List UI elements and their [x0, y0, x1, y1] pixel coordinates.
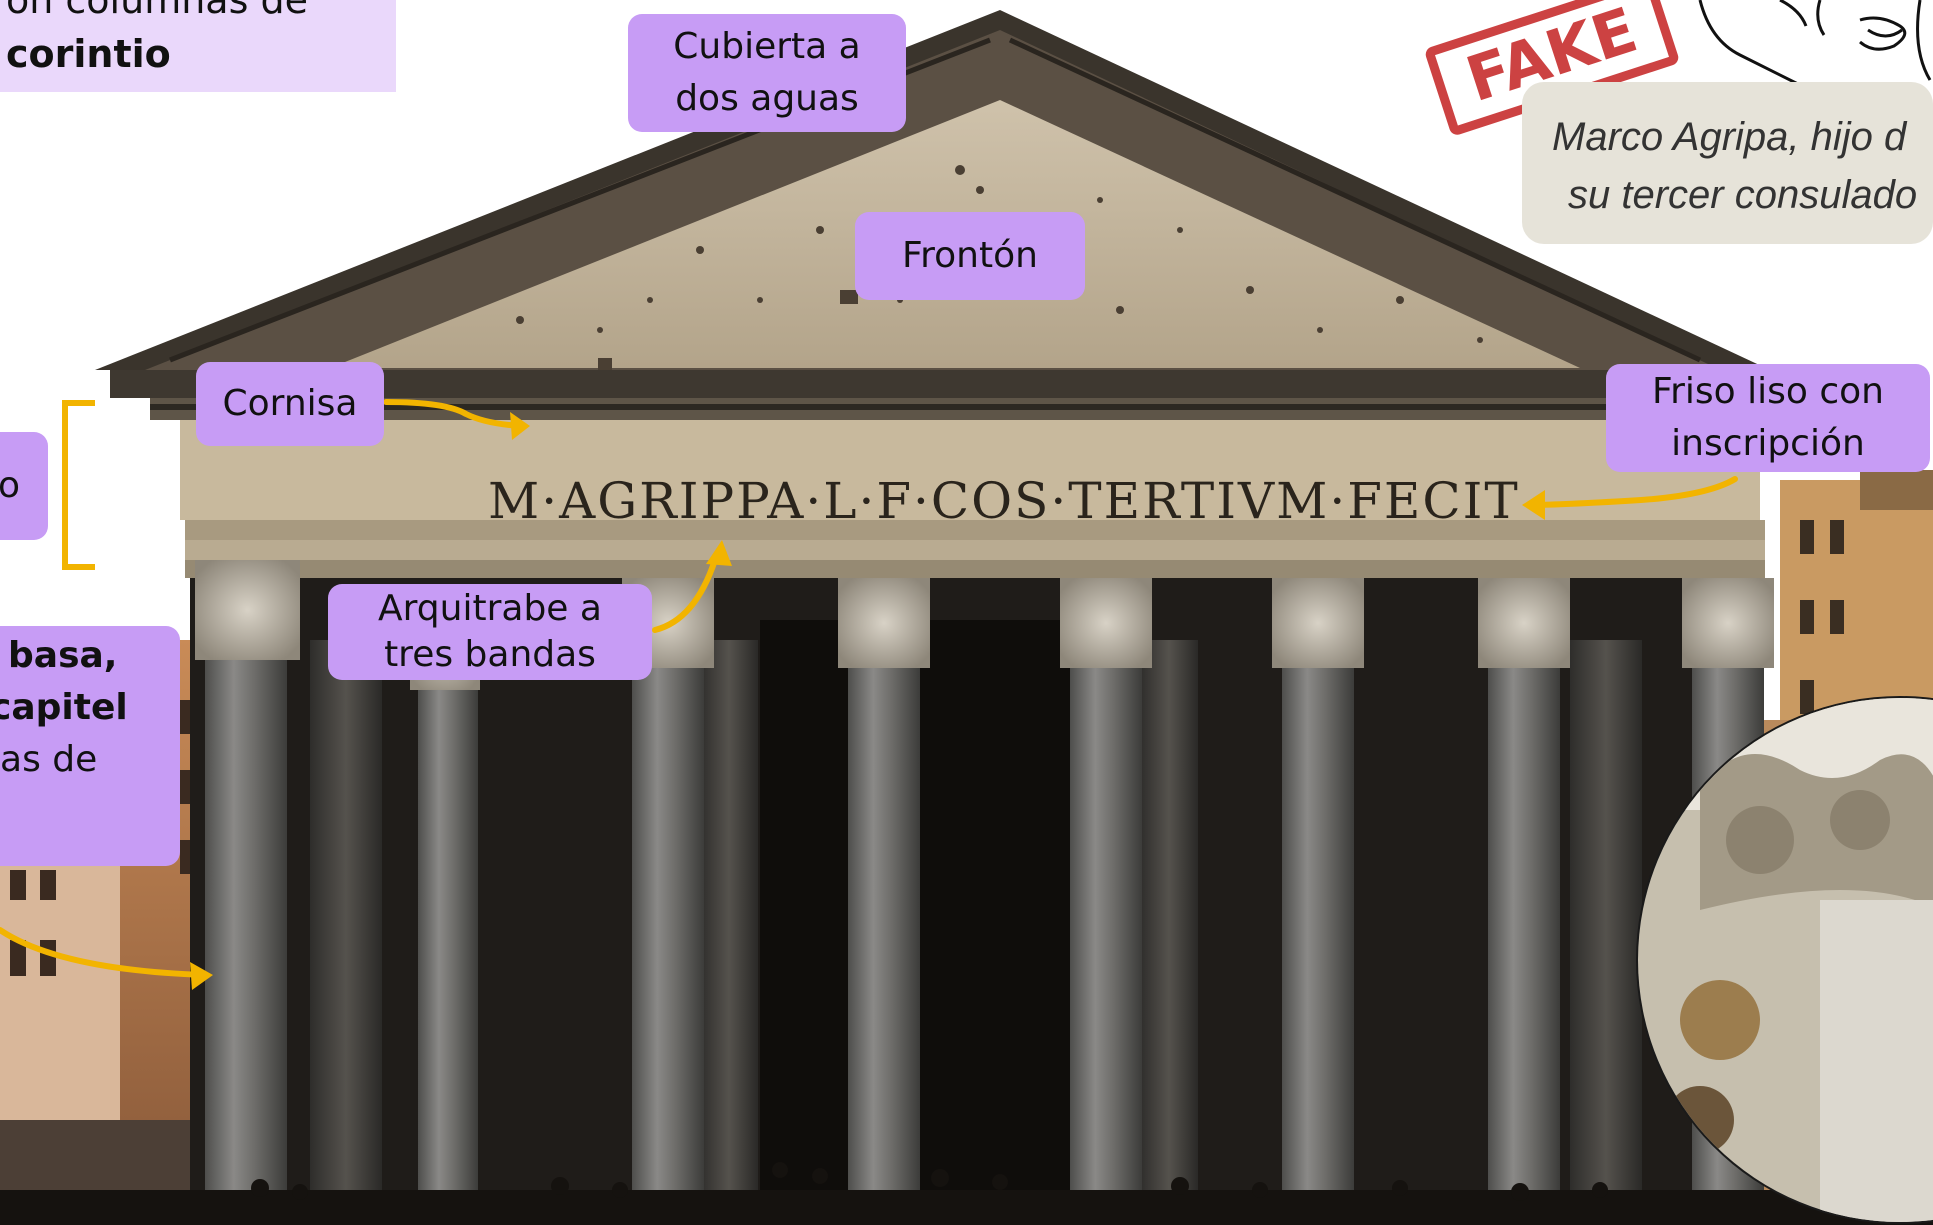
label-entablamento-text: o [0, 465, 21, 506]
label-columna-line-1: basa, [8, 635, 118, 676]
order-note-line-1: on columnas de [6, 0, 308, 22]
back-columns [310, 640, 1642, 1200]
label-arquitrabe-line-1: Arquitrabe a [378, 588, 602, 629]
order-note: on columnas de corintio [0, 0, 396, 92]
crowd [0, 1162, 1933, 1225]
label-friso-line-2: inscripción [1671, 423, 1865, 464]
frieze-inscription: M·AGRIPPA·L·F·COS·TERTIVM·FECIT [488, 472, 1520, 530]
order-note-line-2: corintio [6, 32, 171, 76]
label-friso-line-1: Friso liso con [1652, 371, 1884, 412]
quote-note: Marco Agripa, hijo d su tercer consulado [1522, 82, 1933, 244]
label-cubierta-line-1: Cubierta a [673, 26, 861, 67]
label-arquitrabe: Arquitrabe a tres bandas [328, 584, 652, 680]
annotation-arrows [0, 399, 1738, 978]
agrippa-sketch [1698, 0, 1932, 87]
label-cornisa-text: Cornisa [222, 383, 358, 424]
label-arquitrabe-line-2: tres bandas [384, 634, 596, 675]
label-cubierta: Cubierta a dos aguas [628, 14, 906, 132]
label-friso: Friso liso con inscripción [1606, 364, 1930, 472]
label-entablamento-partial: o [0, 432, 48, 540]
entablature [110, 370, 1770, 578]
quote-line-2: su tercer consulado [1568, 173, 1918, 217]
label-columna-line-3: jas de [0, 739, 98, 780]
label-fronton-text: Frontón [902, 235, 1038, 276]
quote-line-1: Marco Agripa, hijo d [1552, 115, 1907, 159]
label-columna-line-2: capitel [0, 687, 128, 728]
label-cornisa: Cornisa [196, 362, 384, 446]
entablature-bracket [62, 400, 95, 570]
arrow-heads [190, 412, 1545, 990]
label-fronton: Frontón [855, 212, 1085, 300]
label-columna-partial: basa, capitel jas de ) [0, 626, 180, 866]
label-cubierta-line-2: dos aguas [675, 78, 859, 119]
